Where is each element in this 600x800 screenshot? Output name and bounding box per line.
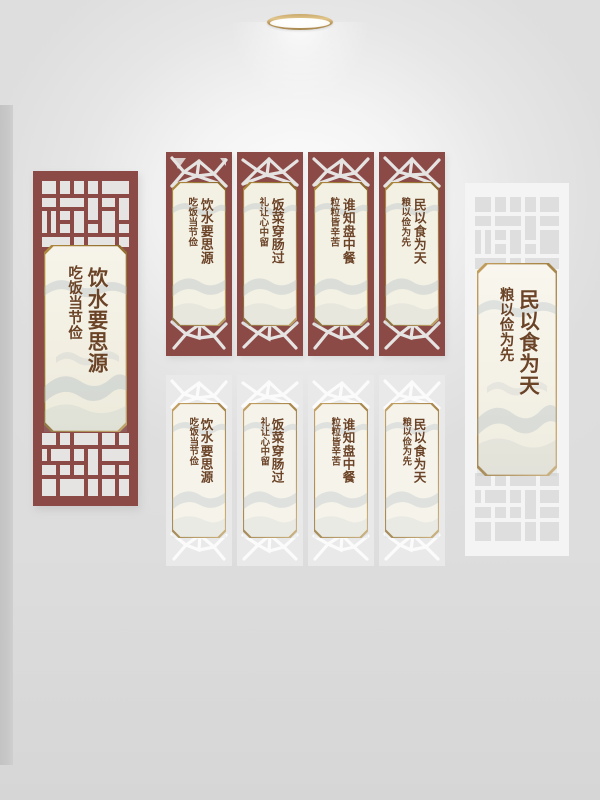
wall-panel-bottom-4[interactable]: 民以食为天 粮以俭为先 <box>379 375 445 566</box>
scroll-inner-right-large: 民以食为天 粮以俭为先 <box>477 263 557 476</box>
scroll-inner-top-2: 饭菜穿肠过 礼让心中留 <box>243 182 297 326</box>
ceiling-light-icon <box>267 14 333 30</box>
scroll-inner-bottom-4: 民以食为天 粮以俭为先 <box>385 403 439 538</box>
wall-panel-top-3[interactable]: 谁知盘中餐 粒粒皆辛苦 <box>308 152 376 359</box>
scroll-inner-left-large: 饮水要思源 吃饭当节俭 <box>44 245 127 432</box>
wall-panel-right-large[interactable]: 民以食为天 粮以俭为先 <box>465 183 569 556</box>
wall-panel-bottom-1[interactable]: 饮水要思源 吃饭当节俭 <box>166 375 232 566</box>
wall-panel-top-4[interactable]: 民以食为天 粮以俭为先 <box>379 152 447 359</box>
scroll-inner-top-3: 谁知盘中餐 粒粒皆辛苦 <box>314 182 368 326</box>
scroll-inner-bottom-2: 饭菜穿肠过 礼让心中留 <box>243 403 297 538</box>
scroll-inner-bottom-1: 饮水要思源 吃饭当节俭 <box>172 403 226 538</box>
wall-panel-bottom-3[interactable]: 谁知盘中餐 粒粒皆辛苦 <box>308 375 374 566</box>
lamp-lens <box>270 17 330 28</box>
wall-corner-edge <box>0 105 13 765</box>
wall-panel-top-2[interactable]: 饭菜穿肠过 礼让心中留 <box>237 152 305 359</box>
scroll-inner-bottom-3: 谁知盘中餐 粒粒皆辛苦 <box>314 403 368 538</box>
wall-panel-left-large[interactable]: 饮水要思源 吃饭当节俭 <box>33 171 140 510</box>
scroll-inner-top-4: 民以食为天 粮以俭为先 <box>385 182 439 326</box>
wall-panel-bottom-2[interactable]: 饭菜穿肠过 礼让心中留 <box>237 375 303 566</box>
scroll-inner-top-1: 饮水要思源 吃饭当节俭 <box>172 182 226 326</box>
wall-panel-top-1[interactable]: 饮水要思源 吃饭当节俭 <box>166 152 234 359</box>
